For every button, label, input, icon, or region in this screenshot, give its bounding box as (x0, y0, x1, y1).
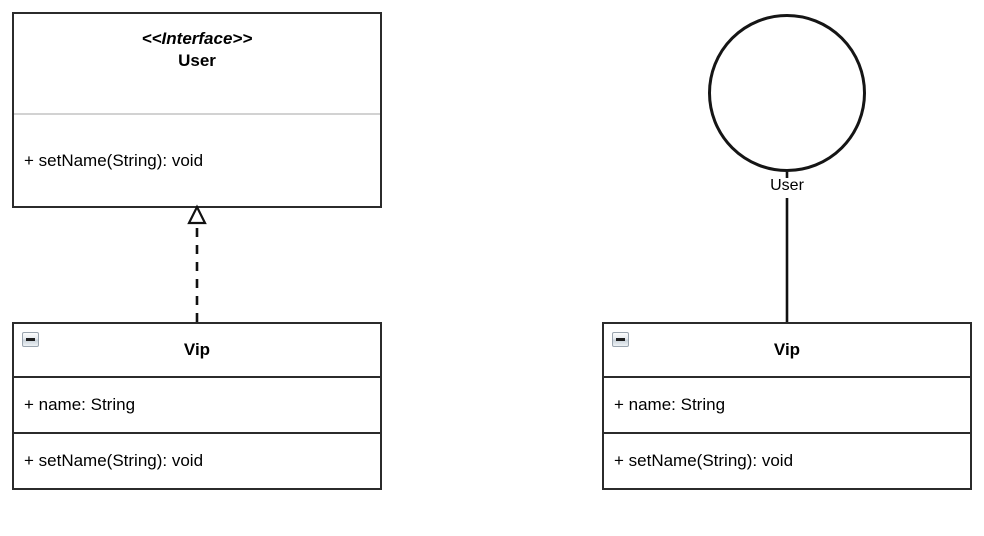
interface-stereotype-label: <<Interface>> (141, 29, 253, 48)
vip-left-name-label: Vip (183, 340, 211, 359)
interface-header-compartment: <<Interface>> User (14, 14, 380, 113)
vip-left-header-compartment: Vip (14, 324, 380, 376)
interface-operation-item: + setName(String): void (24, 150, 204, 170)
collapse-minus-icon[interactable] (22, 332, 39, 347)
hollow-triangle-arrowhead-icon (187, 204, 207, 225)
class-box-vip-left[interactable]: Vip + name: String + setName(String): vo… (12, 322, 382, 490)
vip-right-attributes-compartment: + name: String (604, 376, 970, 432)
interface-class-box-user[interactable]: <<Interface>> User + setName(String): vo… (12, 12, 382, 208)
vip-right-operations-compartment: + setName(String): void (604, 432, 970, 488)
vip-left-operations-compartment: + setName(String): void (14, 432, 380, 488)
interface-name-label: User (178, 51, 216, 70)
vip-right-header-compartment: Vip (604, 324, 970, 376)
vip-left-operation-item: + setName(String): void (24, 451, 204, 470)
collapse-minus-icon[interactable] (612, 332, 629, 347)
lollipop-interface-circle-icon[interactable] (708, 14, 866, 172)
vip-left-attribute-item: + name: String (24, 395, 136, 414)
vip-right-name-label: Vip (773, 340, 801, 359)
interface-operations-compartment: + setName(String): void (14, 113, 380, 206)
lollipop-interface-label: User (770, 177, 804, 194)
vip-right-attribute-item: + name: String (614, 395, 726, 414)
vip-right-operation-item: + setName(String): void (614, 451, 794, 470)
realization-connector-left[interactable] (187, 204, 207, 322)
vip-left-attributes-compartment: + name: String (14, 376, 380, 432)
class-box-vip-right[interactable]: Vip + name: String + setName(String): vo… (602, 322, 972, 490)
